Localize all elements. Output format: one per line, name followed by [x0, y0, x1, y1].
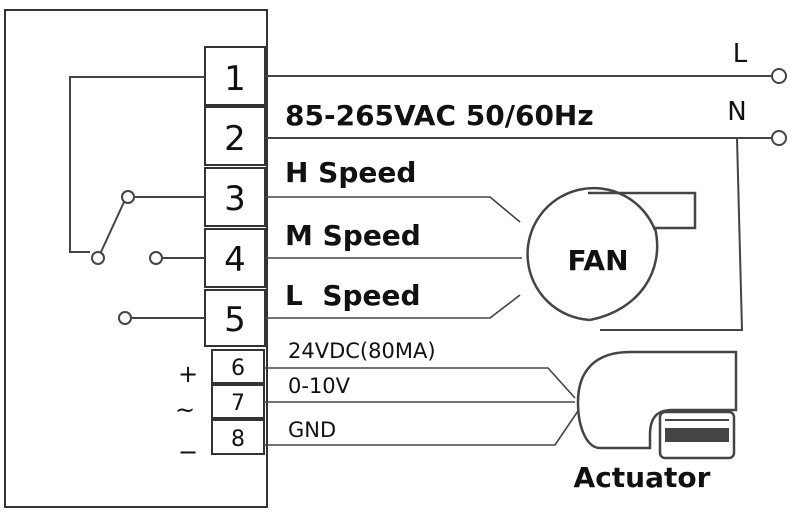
internal-switch: [69, 76, 205, 325]
h-speed-label: H Speed: [285, 156, 416, 189]
fan-label: FAN: [567, 244, 628, 277]
supply-lines: [265, 68, 787, 331]
0-10v-label: 0-10V: [288, 374, 351, 398]
terminal-8-number: 8: [231, 427, 245, 452]
neutral-to-fan-wire: [600, 137, 744, 331]
line-L-terminal: [771, 68, 787, 84]
24vdc-label: 24VDC(80MA): [288, 339, 436, 363]
l-speed-label: L Speed: [285, 279, 421, 312]
terminal-2-box: [204, 106, 266, 166]
fan-speed-wires: [265, 196, 522, 319]
gnd-label: GND: [288, 418, 336, 442]
neutral-label: N: [727, 97, 746, 127]
terminal-7-number: 7: [231, 391, 245, 416]
line-label: L: [733, 39, 748, 69]
terminal-4-number: 4: [224, 240, 246, 280]
plus-symbol: +: [178, 360, 198, 388]
actuator-symbol: [576, 350, 738, 460]
actuator-label: Actuator: [574, 461, 711, 494]
voltage-label: 85-265VAC 50/60Hz: [285, 99, 594, 132]
terminal-1-box: [204, 46, 266, 106]
minus-symbol: −: [178, 438, 198, 466]
large-terminal-block: 1 2 3 4 5: [204, 46, 266, 347]
actuator-wires: [264, 367, 581, 446]
terminal-5-number: 5: [224, 300, 246, 340]
terminal-8-box: [211, 419, 265, 455]
terminal-2-number: 2: [224, 119, 246, 159]
m-speed-label: M Speed: [285, 219, 421, 252]
fan-symbol: [526, 186, 697, 322]
terminal-6-number: 6: [231, 356, 245, 381]
line-N-terminal: [771, 130, 787, 146]
terminal-4-box: [204, 228, 266, 288]
tilde-symbol: ~: [175, 396, 195, 424]
small-terminal-block: 6 7 8: [211, 349, 265, 455]
terminal-3-number: 3: [224, 179, 246, 219]
terminal-1-number: 1: [224, 59, 246, 99]
terminal-7-box: [211, 384, 265, 419]
terminal-6-box: [211, 349, 265, 384]
